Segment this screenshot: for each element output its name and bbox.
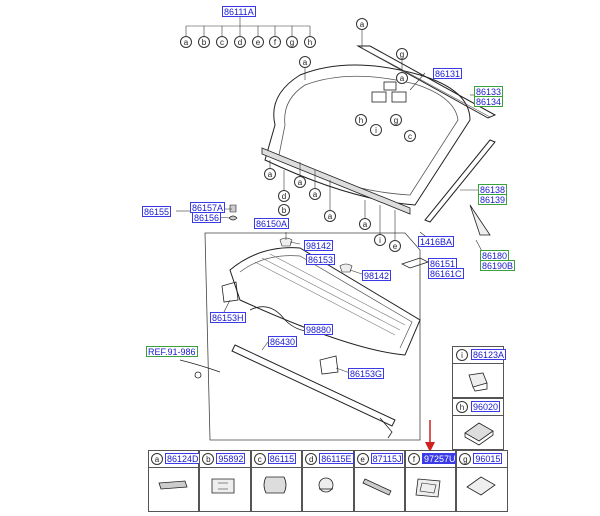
side-table-part-2[interactable]: 96020 — [471, 401, 501, 412]
callout-g: g — [286, 36, 298, 48]
part-86153g-label[interactable]: 86153G — [348, 368, 385, 379]
callout-g-center: g — [390, 114, 402, 126]
callout-a-top: a — [356, 18, 368, 30]
ref-91-986-label[interactable]: REF.91-986 — [146, 346, 198, 357]
callout-a-glass-left: a — [264, 168, 276, 180]
part-86430-label[interactable]: 86430 — [268, 336, 298, 347]
callout-g-top: g — [396, 48, 408, 60]
side-table-head: i 86123A — [453, 347, 507, 364]
bottom-table-part-number[interactable]: 95892 — [216, 453, 246, 464]
side-table-part[interactable]: 86123A — [471, 349, 507, 360]
part-icon — [362, 478, 392, 496]
callout-a-mid: a — [396, 72, 408, 84]
part-icon — [211, 478, 235, 494]
callout-i-glass: i — [374, 234, 386, 246]
callout-d-glass: d — [278, 190, 290, 202]
callout-h: h — [304, 36, 316, 48]
part-86153-label[interactable]: 86153 — [306, 254, 336, 265]
bottom-table-part-number[interactable]: 86115 — [267, 453, 297, 464]
bottom-table-part-number[interactable]: 97257U — [422, 453, 458, 464]
part-86150a-label[interactable]: 86150A — [254, 218, 290, 229]
side-table-head-2: h 96020 — [453, 399, 503, 416]
callout-h-center: h — [355, 114, 367, 126]
callout-c-center: c — [404, 130, 416, 142]
part-86134-label[interactable]: 86134 — [474, 96, 504, 107]
bottom-table-body — [303, 467, 352, 511]
part-icon — [466, 476, 497, 496]
callout-b: b — [198, 36, 210, 48]
side-table-body — [453, 363, 503, 397]
bottom-table-body — [149, 467, 198, 511]
callout-i-center: i — [370, 124, 382, 136]
callout-a-glass-2: a — [294, 176, 306, 188]
part-98880-label[interactable]: 98880 — [304, 324, 334, 335]
part-86131-label[interactable]: 86131 — [433, 68, 463, 79]
callout-b-glass: b — [278, 204, 290, 216]
callout-a-glass-3: a — [309, 188, 321, 200]
bottom-table-body — [355, 467, 404, 511]
part-98142-label-2[interactable]: 98142 — [362, 270, 392, 281]
callout-d: d — [234, 36, 246, 48]
part-icon — [415, 478, 441, 498]
part-96020-icon — [464, 422, 494, 446]
callout-e: e — [252, 36, 264, 48]
bottom-table-letter: d — [305, 453, 318, 465]
bottom-table-part-number[interactable]: 86124D — [165, 453, 201, 464]
part-icon — [318, 477, 334, 493]
part-98142-label-1[interactable]: 98142 — [304, 240, 334, 251]
side-table-body-2 — [453, 415, 503, 449]
bottom-table-part-number[interactable]: 96015 — [473, 453, 503, 464]
part-86155-label[interactable]: 86155 — [142, 206, 172, 217]
part-86156-label[interactable]: 86156 — [192, 212, 222, 223]
bottom-table-body — [457, 467, 506, 511]
bottom-table-letter: e — [356, 453, 369, 465]
callout-c: c — [216, 36, 228, 48]
part-86190b-label[interactable]: 86190B — [480, 260, 516, 271]
callout-f: f — [269, 36, 281, 48]
part-1416ba-label[interactable]: 1416BA — [418, 236, 455, 247]
callout-a: a — [180, 36, 192, 48]
bottom-table-letter: g — [459, 453, 472, 465]
bottom-table-body — [252, 467, 301, 511]
bottom-table-part-number[interactable]: 86115E — [319, 453, 354, 464]
part-86139-label[interactable]: 86139 — [478, 194, 508, 205]
bottom-table-body — [406, 467, 455, 511]
part-86161c-label[interactable]: 86161C — [428, 268, 464, 279]
callout-e-glass: e — [389, 240, 401, 252]
bottom-table-body — [200, 467, 249, 511]
callout-a-glass-5: a — [359, 218, 371, 230]
bottom-table-letter: a — [151, 453, 163, 465]
side-table-cell-h: h 96020 — [452, 398, 504, 450]
callout-a-glass-4: a — [324, 210, 336, 222]
side-table-cell-i: i 86123A — [452, 346, 507, 398]
side-table-letter-2: h — [456, 401, 468, 413]
part-icon — [158, 480, 188, 490]
side-table-letter: i — [456, 349, 468, 361]
part-icon — [263, 476, 287, 494]
callout-a-left: a — [299, 56, 311, 68]
part-86123a-icon — [468, 372, 488, 392]
bottom-table-part-number[interactable]: 87115J — [370, 453, 404, 464]
bottom-table-letter: b — [202, 453, 215, 465]
part-86153h-label[interactable]: 86153H — [210, 312, 246, 323]
part-86111a-label[interactable]: 86111A — [222, 6, 256, 17]
bottom-table-letter: f — [408, 453, 420, 465]
bottom-table-letter: c — [253, 453, 266, 465]
